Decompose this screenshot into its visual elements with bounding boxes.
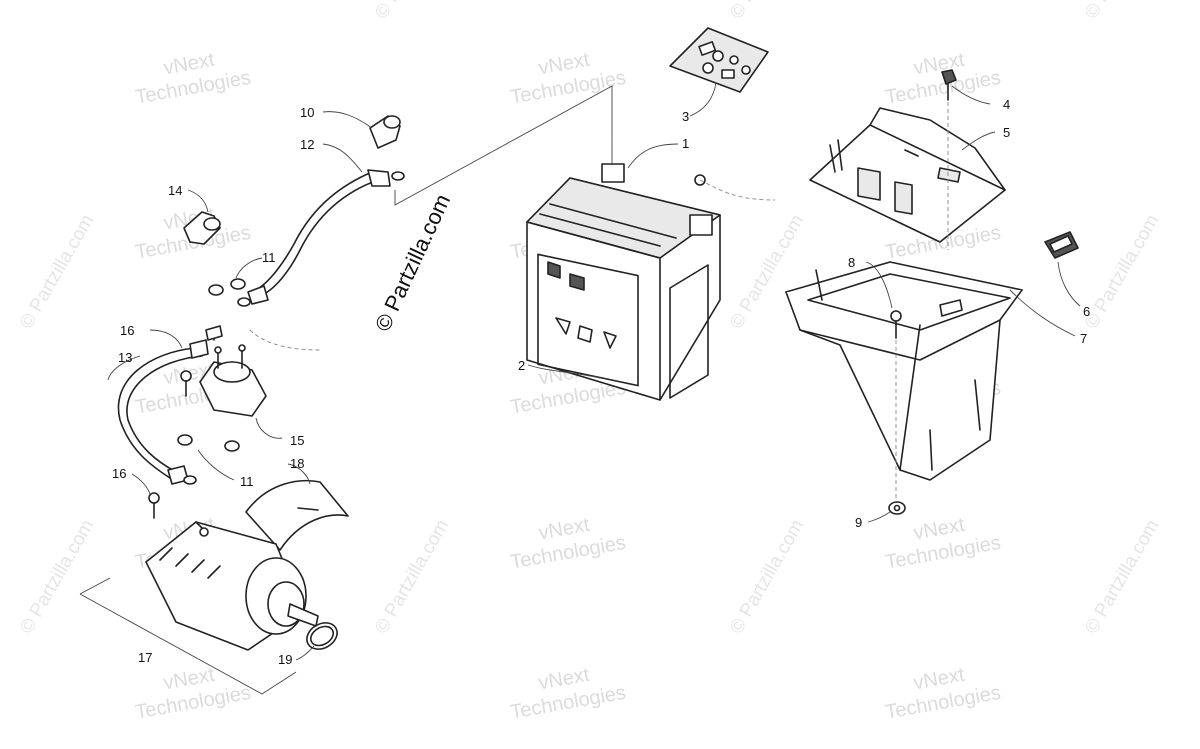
vnext-watermark: vNext Technologies [884,514,1003,574]
partzilla-watermark: © Partzilla.com [1081,0,1163,23]
partzilla-watermark: © Partzilla.com [371,0,453,23]
terminal-boot-black [183,211,221,245]
vnext-watermark: vNext Technologies [884,664,1003,724]
callout-11: 11 [240,474,254,489]
vnext-watermark: vNext Technologies [509,664,628,724]
partzilla-watermark: © Partzilla.com [371,516,453,637]
vnext-watermark: vNext Technologies [509,49,628,109]
callout-10: 10 [300,105,314,120]
callout-6: 6 [1083,304,1090,319]
partzilla-watermark: © Partzilla.com [16,211,98,332]
vnext-watermark: vNext Technologies [134,49,253,109]
starter-solenoid [199,325,267,417]
terminal-hardware-kit [669,27,769,93]
vnext-watermark: vNext Technologies [509,514,628,574]
callout-19: 19 [278,652,292,667]
terminal-boot-red [369,115,401,149]
callout-12: 12 [300,137,314,152]
callout-2: 2 [518,358,525,373]
partzilla-watermark: © Partzilla.com [1081,211,1163,332]
bolt [180,370,192,397]
callout-7: 7 [1080,331,1087,346]
partzilla-watermark: © Partzilla.com [16,516,98,637]
callout-14: 14 [168,183,182,198]
callout-17: 17 [138,650,152,665]
positive-cable [237,169,405,307]
starter-assembly-bracket [79,577,297,695]
o-ring [306,622,338,650]
hex-nut [177,434,240,452]
battery-cable-leader [394,85,613,206]
ground-wire-hint [249,329,321,351]
mounting-nut [888,501,906,515]
hex-nut [208,278,246,296]
vnext-watermark: vNext Technologies [134,664,253,724]
ground-terminal [694,174,706,186]
callout-4: 4 [1003,97,1010,112]
callout-18: 18 [290,456,304,471]
callout-13: 13 [118,350,132,365]
starter-cable [117,339,209,485]
strap-clip [1044,231,1079,259]
hold-down-knob [941,69,957,101]
ground-wire-hint [699,179,776,201]
callout-9: 9 [855,515,862,530]
partzilla-watermark: © Partzilla.com [726,516,808,637]
callout-16: 16 [112,466,126,481]
callout-16: 16 [120,323,134,338]
callout-8: 8 [848,255,855,270]
vnext-watermark: vNext Technologies [884,49,1003,109]
battery [526,163,721,401]
partzilla-watermark: © Partzilla.com [1081,516,1163,637]
callout-15: 15 [290,433,304,448]
partzilla-watermark: © Partzilla.com [726,0,808,23]
copyright-notice: © Partzilla.com [370,190,455,335]
mounting-screw [890,310,902,339]
battery-hold-down-bracket [809,107,1006,243]
battery-box [785,261,1023,481]
callout-5: 5 [1003,125,1010,140]
callout-11: 11 [262,250,276,265]
leader-lines [107,81,1081,661]
starter-motor [145,521,319,651]
callouts: 1 2 3 4 5 6 7 8 9 10 11 11 12 13 14 15 1… [112,97,1090,667]
heat-shield [245,479,349,551]
callout-3: 3 [682,109,689,124]
callout-1: 1 [682,136,689,151]
bolt [148,492,160,519]
